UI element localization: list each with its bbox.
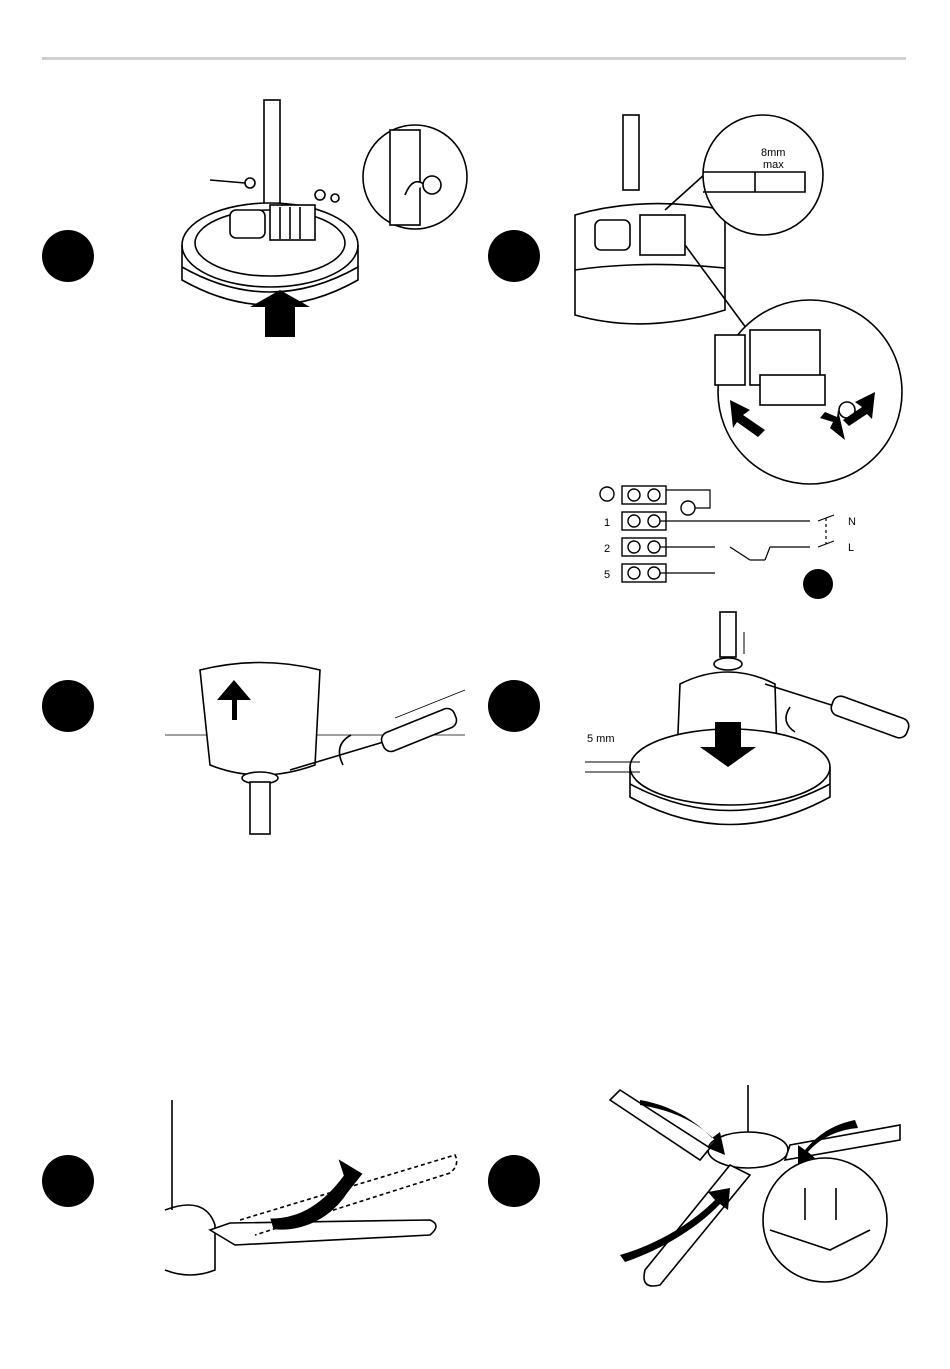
wiring-diagram: 1 2 5 N L	[590, 482, 870, 607]
terminal-number-2: 2	[604, 543, 610, 555]
step-marker-1	[42, 230, 94, 282]
figure-canopy-lower: 5 mm	[585, 612, 910, 847]
figure-canopy-raise	[165, 660, 475, 840]
gap-label: 5 mm	[587, 733, 615, 745]
step-marker-3	[42, 680, 94, 732]
line-label-l: L	[848, 542, 854, 554]
figure-mount-motor	[170, 95, 470, 345]
wire-strip-label: 8mm	[761, 147, 785, 159]
step-marker-6	[488, 1155, 540, 1207]
figure-blade-attach	[160, 1095, 470, 1285]
wire-strip-sublabel: max	[763, 159, 784, 171]
step-marker-4	[488, 680, 540, 732]
figure-blades-installed	[600, 1080, 900, 1305]
step-marker-5	[42, 1155, 94, 1207]
header-rule	[42, 57, 906, 60]
line-label-n: N	[848, 516, 856, 528]
step-marker-2	[488, 230, 540, 282]
terminal-number-5: 5	[604, 569, 610, 581]
terminal-number-1: 1	[604, 517, 610, 529]
figure-wire-connection: 8mm max	[575, 110, 885, 470]
